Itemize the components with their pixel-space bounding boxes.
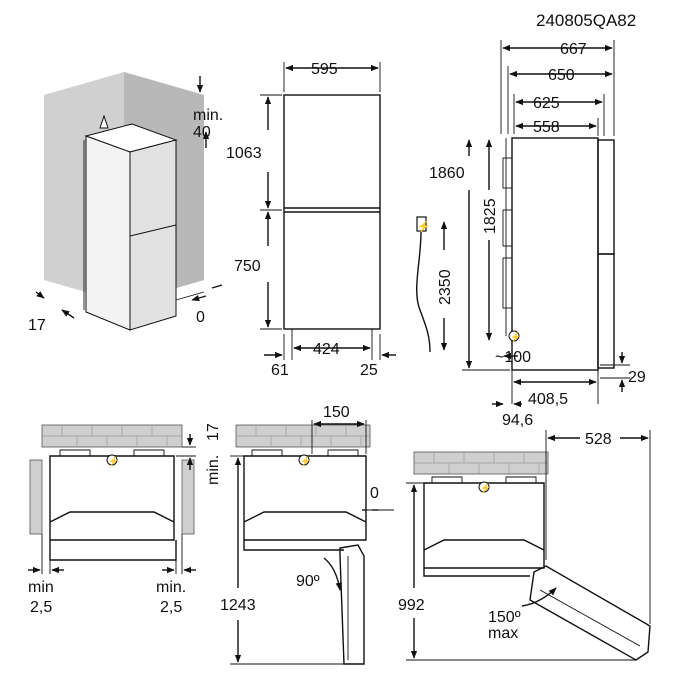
foot-depth: 94,6 (502, 412, 533, 429)
depth-558: 558 (533, 119, 560, 136)
front-view: 595 1063 750 424 61 25 (226, 61, 396, 379)
wall-gap-label: min. (205, 455, 222, 485)
top-clearance-value: 40 (193, 124, 211, 141)
top-view-door-150: ⚡ 150º max 528 992 (398, 430, 651, 661)
installation-perspective-view: min. 40 17 0 (28, 72, 223, 334)
top-view-clearance: ⚡ min. 17 min 2,5 min. 2,5 (28, 423, 222, 616)
height-total: 1860 (429, 165, 465, 182)
height-body: 1825 (482, 198, 499, 234)
warning-icon: ⚡ (108, 455, 119, 467)
top-clearance-label: min. (193, 107, 223, 124)
foot-span: 424 (313, 341, 340, 358)
freezer-height: 1063 (226, 145, 262, 162)
depth-625: 625 (533, 95, 560, 112)
right-min-label: min. (156, 579, 186, 596)
warning-icon: ⚡ (510, 331, 521, 343)
power-cable: ⚡ 2350 (416, 216, 454, 353)
left-offset: 61 (271, 362, 289, 379)
offset-150: 150 (323, 404, 350, 421)
depth-667: 667 (560, 41, 587, 58)
right-offset: 25 (360, 362, 378, 379)
right-gap-value: 0 (196, 309, 205, 326)
foot-offset: 408,5 (528, 391, 568, 408)
wall-gap-value: 17 (205, 423, 222, 441)
profile-view: ⚡ 667 650 625 558 1860 1825 ~100 408,5 9… (429, 40, 646, 429)
foot-height: 29 (628, 369, 646, 386)
drawing-code: 240805QA82 (536, 11, 636, 30)
door-angle-max: max (488, 625, 518, 642)
cable-length: 2350 (437, 269, 454, 305)
front-width: 595 (311, 61, 338, 78)
warning-icon: ⚡ (480, 482, 491, 494)
top-view-door-90: ⚡ 90º 150 0 1243 (220, 404, 394, 665)
swing-depth-1243: 1243 (220, 597, 256, 614)
side-zero: 0 (370, 485, 379, 502)
left-min-value: 2,5 (30, 599, 52, 616)
door-width-528: 528 (585, 431, 612, 448)
plug-icon: ⚡ (417, 220, 431, 233)
fridge-height: 750 (234, 258, 261, 275)
up-arrow-icon (99, 114, 109, 129)
left-gap-value: 17 (28, 317, 46, 334)
left-min-label: min (28, 579, 54, 596)
warning-icon: ⚡ (300, 455, 311, 467)
rear-gap: ~100 (495, 349, 531, 366)
swing-depth-992: 992 (398, 597, 425, 614)
right-min-value: 2,5 (160, 599, 182, 616)
depth-650: 650 (548, 67, 575, 84)
door-angle-90: 90º (296, 573, 320, 590)
door-angle-150: 150º (488, 609, 521, 626)
